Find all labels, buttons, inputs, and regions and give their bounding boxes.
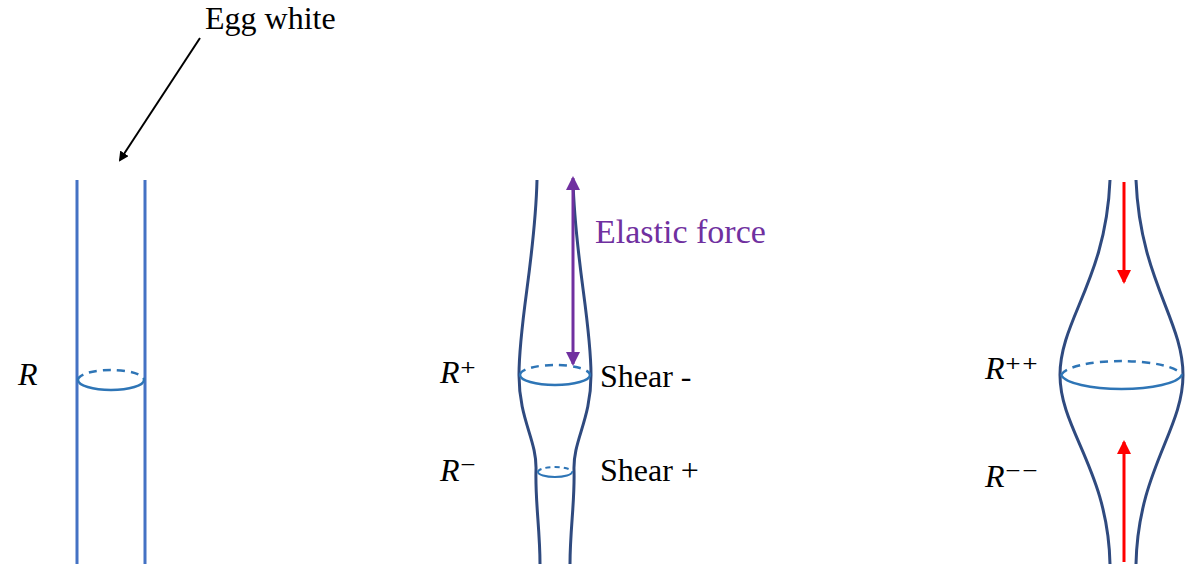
leader-line: [120, 38, 200, 160]
radius-label: R: [18, 356, 38, 393]
bulging-thread: [1060, 180, 1183, 564]
radius-label: R⁺: [440, 354, 476, 391]
perturbed-thread: [519, 178, 591, 564]
callout-label: Egg white: [205, 0, 336, 37]
radius-label: R⁺⁺: [985, 350, 1038, 387]
shear-label: Shear -: [600, 358, 692, 395]
radius-label: R⁻⁻: [985, 458, 1038, 495]
shear-label: Shear +: [600, 452, 699, 489]
straight-thread: [77, 180, 145, 564]
force-label: Elastic force: [595, 212, 766, 251]
radius-label: R⁻: [440, 452, 476, 489]
